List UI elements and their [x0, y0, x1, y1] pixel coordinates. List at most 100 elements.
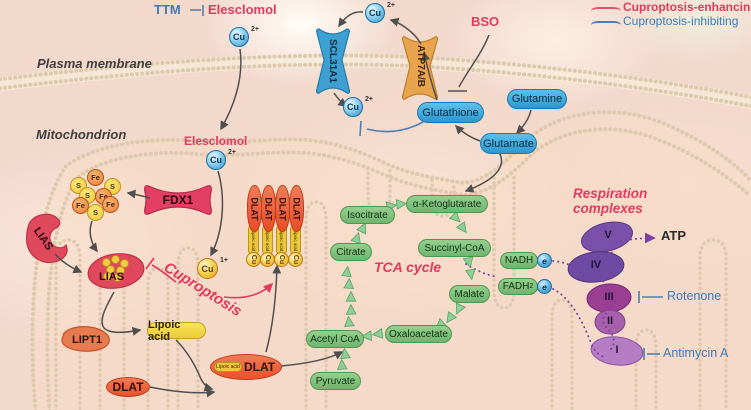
lipt1-label: LIPT1 [62, 333, 112, 347]
lipoyl-dot [113, 273, 122, 282]
stack-dlat-oval: DLAT [247, 185, 262, 232]
cu2-ion-extracellular: Cu [229, 27, 249, 47]
lias-lipoyl-label: LIAS [99, 271, 125, 283]
antimycin-a-label: Antimycin A [663, 346, 729, 360]
cu-text: Cu [233, 32, 245, 42]
dlat-text: DLAT [244, 360, 276, 374]
electron-carrier: e [537, 279, 552, 294]
plasma-membrane-label: Plasma membrane [37, 56, 152, 71]
mitochondrion-label: Mitochondrion [36, 127, 127, 142]
tca-citrate: Citrate [330, 243, 372, 261]
lipt1-text: LIPT1 [72, 334, 102, 346]
arrow-lias-lipoic [101, 291, 142, 336]
arrow-lipdlat-stack [265, 264, 282, 353]
glutamate-pill: Glutamate [480, 133, 537, 154]
fes-cluster-atom: Fe [102, 196, 119, 213]
glutathione-tbar [359, 120, 362, 137]
bso-label: BSO [471, 14, 500, 29]
lipoic-text: Lipoic acid [293, 229, 299, 251]
tca-acetyl-coa: Acetyl CoA [306, 330, 364, 348]
tca-flow-triangles [336, 199, 476, 370]
stack-cu: Cu [246, 252, 261, 267]
complex-iii-label: III [604, 291, 614, 303]
electron-text: e [542, 255, 547, 266]
glutamine-pill: Glutamine [507, 89, 567, 109]
lias-shape [26, 213, 68, 264]
legend-enhancing-line [591, 7, 621, 15]
cu2-ion-exported: Cu [365, 3, 385, 23]
tca-title: TCA cycle [374, 259, 442, 275]
fadh-text: FADH [502, 281, 530, 292]
legend-enhancing-label: Cuproptosis-enhancing [623, 0, 751, 14]
cuproptosis-tbar [145, 257, 155, 270]
electron-transport-dots [465, 232, 656, 358]
lipoic-text: Lipoic acid [251, 229, 257, 251]
lipoic-acid-pill: Lipoic acid [147, 319, 206, 343]
fes-cluster-atom: S [87, 204, 104, 221]
dlat-text: DLAT [263, 196, 274, 221]
arrow-exporter-to-cu [389, 17, 422, 45]
complex-i-shape [590, 336, 644, 366]
lipoyl-dot [111, 255, 120, 264]
nadh-pill: NADH [500, 252, 538, 269]
cu-text: Cu [250, 254, 257, 265]
importer-label: SCL31A1 [326, 31, 340, 91]
lipoyl-dot [103, 272, 112, 281]
tca-isocitrate: Isocitrate [340, 206, 395, 224]
cu2-charge: 2+ [251, 26, 259, 33]
tca-pyruvate: Pyruvate [310, 372, 361, 390]
dlat-text: DLAT [291, 196, 302, 221]
lipoylated-dlat: Lipoic acid DLAT [210, 354, 282, 380]
legend-inhibiting-label: Cuproptosis-inhibiting [623, 14, 739, 28]
fes-cluster-atom: Fe [87, 169, 104, 186]
cu-text: Cu [347, 102, 359, 112]
cu2-ion-mito: Cu [206, 150, 226, 170]
electron-text: e [542, 281, 547, 292]
arrow-lias-lias [54, 253, 83, 274]
stack-dlat-oval: DLAT [289, 185, 304, 232]
arrow-lipoic-dlat [175, 339, 214, 392]
cu-text: Cu [278, 254, 285, 265]
lipoic-text: Lipoic acid [279, 229, 285, 251]
fdx1-text: FDX1 [162, 193, 194, 207]
dlat-text: DLAT [277, 196, 288, 221]
stack-dlat-oval: DLAT [275, 185, 290, 232]
arrow-dlat-lipdlat [149, 386, 216, 398]
tca-oxaloacetate: Oxaloacetate [385, 325, 452, 343]
cu-text: Cu [210, 155, 222, 165]
exporter-text: ATP7A/B [415, 44, 427, 88]
complex-v-shape [581, 221, 633, 253]
blue-lines [359, 120, 663, 360]
arrow-cu2-to-cu1 [210, 170, 224, 257]
complex-iv-label: IV [590, 259, 602, 271]
rotenone-label: Rotenone [667, 289, 722, 303]
gray-arrows [54, 11, 532, 398]
atp-label: ATP [661, 228, 687, 243]
glutathione-inhibit-cu [366, 121, 424, 133]
complex-i-label: I [615, 344, 619, 356]
scl31a1-channel [316, 28, 350, 94]
ttm-inhibit [190, 5, 204, 16]
elesclomol-mito-label: Elesclomol [184, 134, 248, 148]
lipoic-acid-tag: Lipoic acid [214, 362, 242, 372]
arrow-lipdlat-acetyl [280, 351, 344, 367]
complex-v-label: V [604, 229, 612, 241]
cu-text: Cu [292, 254, 299, 265]
exporter-label: ATP7A/B [414, 36, 428, 96]
fadh-subscript: 2 [529, 283, 534, 290]
arrow-bso-inhibit [458, 34, 490, 88]
elesclomol-top-label: Elesclomol [208, 2, 277, 17]
cu-text: Cu [201, 263, 214, 274]
tca-malate: Malate [449, 285, 490, 303]
arrow-glutamine-glutamate [515, 109, 532, 135]
cu-text: Cu [264, 254, 271, 265]
mitochondrion-interior [32, 112, 751, 410]
arrow-glutathione-to-exporter [421, 51, 438, 101]
cu1-ion: Cu [197, 258, 218, 279]
lipt1-shape [61, 326, 110, 352]
lipoic-text: Lipoic acid [265, 229, 271, 251]
dlat-pill: DLAT [106, 377, 150, 397]
